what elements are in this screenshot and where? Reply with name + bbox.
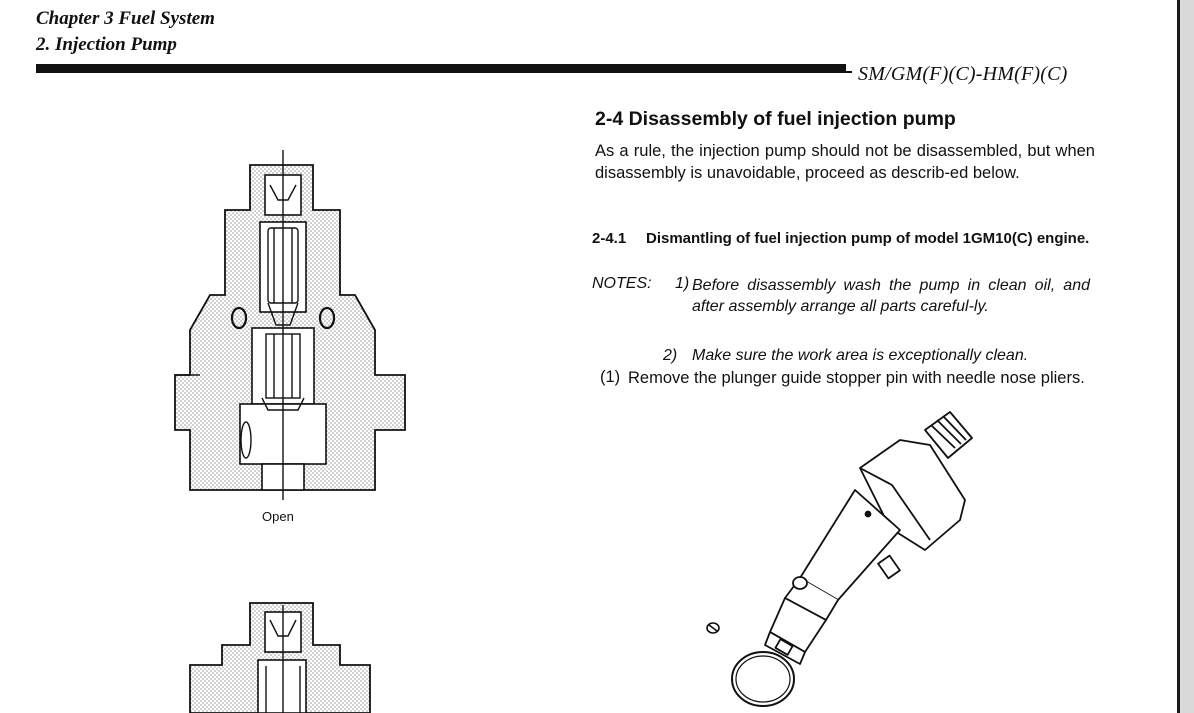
subsection-number: 2-4.1 <box>592 230 627 247</box>
section-heading: 2-4 Disassembly of fuel injection pump <box>595 108 956 130</box>
header-rule <box>36 64 846 73</box>
figure-caption-open: Open <box>262 509 294 524</box>
subsection-title: Dismantling of fuel injection pump of mo… <box>646 230 1090 247</box>
notes-label: NOTES: <box>592 275 652 292</box>
page-edge-shadow <box>1177 0 1194 713</box>
note-2-number: 2) <box>663 347 678 364</box>
intro-paragraph: As a rule, the injection pump should not… <box>595 142 1095 182</box>
section-header: 2. Injection Pump <box>36 34 177 55</box>
note-2-text: Make sure the work area is exceptionally… <box>692 347 1029 364</box>
valve-diagram-open <box>174 150 406 713</box>
chapter-title: Chapter 3 Fuel System <box>36 8 215 29</box>
note-1-number: 1) <box>675 275 690 292</box>
step-1-text: Remove the plunger guide stopper pin wit… <box>628 369 1085 387</box>
model-code: SM/GM(F)(C)-HM(F)(C) <box>858 63 1068 85</box>
step-1-number: (1) <box>600 368 621 386</box>
header-rule-tail <box>846 71 852 73</box>
note-1-text: Before disassembly wash the pump in clea… <box>692 277 1090 315</box>
